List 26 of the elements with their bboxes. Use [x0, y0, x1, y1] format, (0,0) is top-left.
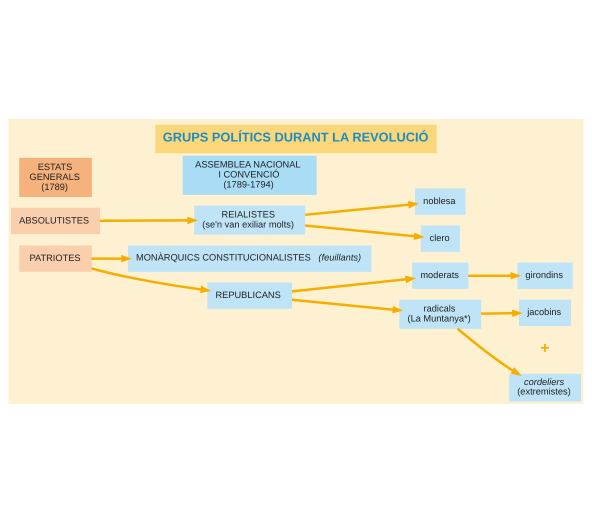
arrow: [100, 216, 198, 224]
node-box: REPUBLICANS: [207, 282, 292, 308]
node-box: PATRIOTES: [19, 244, 92, 272]
arrow: [92, 254, 132, 262]
node-box: MONÀRQUICS CONSTITUCIONALISTES (feuillants): [128, 244, 372, 272]
arrow: [468, 272, 522, 279]
node-box: ABSOLUTISTES: [11, 207, 100, 234]
arrow: [292, 275, 416, 292]
node-box: REIALISTES (se'n van exiliar molts): [194, 205, 306, 234]
node-box: moderats: [412, 262, 468, 288]
node-box: noblesa: [414, 188, 466, 214]
arrow: [305, 200, 420, 216]
label: +: [540, 340, 550, 357]
node-box: ASSEMBLEA NACIONAL I CONVENCIÓ (1789-1794): [182, 155, 317, 194]
node-box: ESTATS GENERALS (1789): [19, 157, 92, 197]
node-box: jacobins: [519, 299, 572, 326]
node-box: radicals (La Muntanya*): [399, 299, 482, 328]
arrow: [305, 224, 425, 240]
node-box: cordeliers (extremistes): [509, 373, 581, 401]
arrow: [456, 327, 522, 376]
arrow: [480, 309, 523, 316]
diagram-title: GRUPS POLÍTICS DURANT LA REVOLUCIÓ: [162, 128, 429, 144]
node-box: girondins: [517, 262, 573, 288]
node-box: clero: [420, 225, 460, 252]
arrow: [91, 266, 212, 293]
arrow: [292, 298, 404, 313]
